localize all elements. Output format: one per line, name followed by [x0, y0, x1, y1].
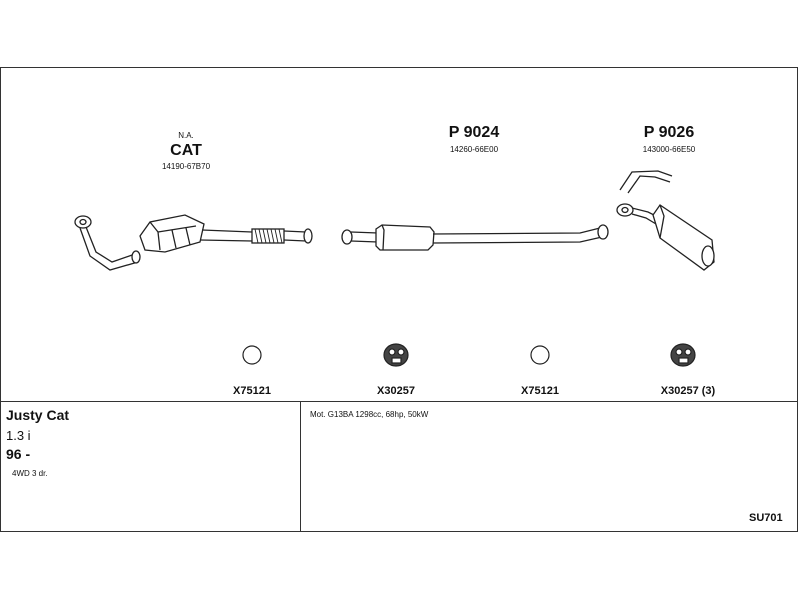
p9026-part-number: 143000-66E50 [642, 145, 696, 154]
p9024-part-number: 14260-66E00 [449, 145, 499, 154]
fitting-code-4: X30257 (3) [660, 385, 716, 397]
diagram-code: SU701 [749, 512, 783, 524]
fitting-code-2: X30257 [377, 385, 415, 397]
catalytic-converter-assembly [74, 214, 313, 271]
rubber-hanger-icon [383, 343, 409, 367]
cat-code-label: CAT [170, 142, 202, 159]
diagram-frame [0, 67, 798, 532]
fitting-code-3: X75121 [521, 385, 559, 397]
cat-part-number: 14190-67B70 [161, 162, 211, 171]
fitting-code-1: X75121 [233, 385, 271, 397]
vehicle-year: 96 - [6, 446, 31, 462]
rear-silencer [616, 170, 715, 271]
engine-specs: Mot. G13BA 1298cc, 68hp, 50kW [310, 410, 429, 419]
rubber-hanger-icon [670, 343, 696, 367]
cat-note-label: N.A. [178, 131, 194, 140]
p9024-code-label: P 9024 [448, 124, 500, 141]
vehicle-model: Justy Cat [6, 407, 70, 423]
vehicle-body: 4WD 3 dr. [12, 469, 48, 478]
middle-silencer [341, 224, 609, 251]
ring-icon [242, 345, 262, 365]
vertical-divider [300, 401, 301, 532]
p9026-code-label: P 9026 [643, 124, 695, 141]
ring-icon [530, 345, 550, 365]
horizontal-divider [0, 401, 798, 402]
vehicle-engine: 1.3 i [6, 428, 31, 443]
